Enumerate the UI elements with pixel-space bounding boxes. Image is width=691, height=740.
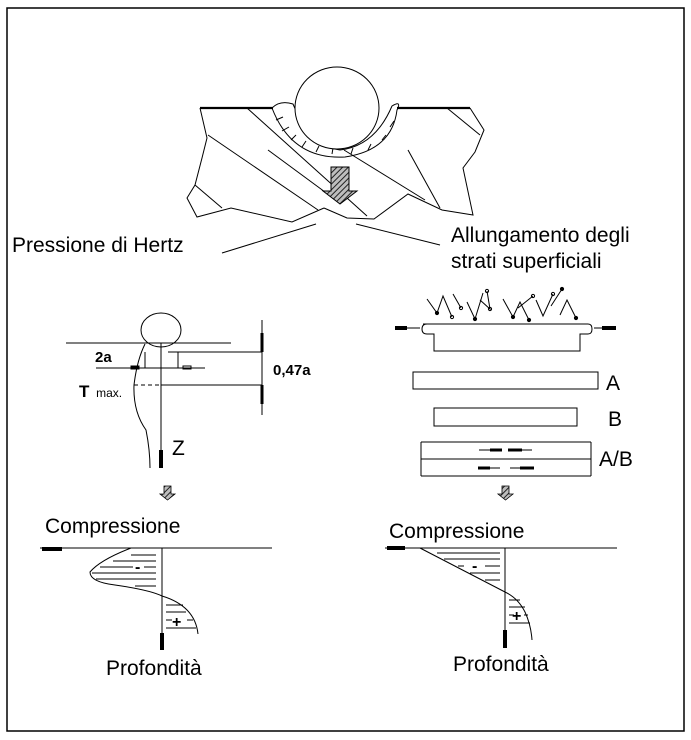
minus-sign-right: - <box>472 558 477 575</box>
leader-elongation <box>355 223 441 246</box>
label-layer-ab: A/B <box>599 448 633 471</box>
label-layer-b: B <box>608 408 622 431</box>
label-elongation-1: Allungamento degli <box>451 224 630 247</box>
label-layer-a: A <box>606 372 620 395</box>
drawing-frame <box>6 7 685 732</box>
tau-symbol: T <box>79 382 90 401</box>
label-elongation-2: strati superficiali <box>451 250 602 273</box>
label-compression-left: Compressione <box>45 515 180 538</box>
plus-sign-left: + <box>172 614 181 631</box>
label-hertz-pressure: Pressione di Hertz <box>12 234 184 257</box>
contact-geometry <box>66 312 264 469</box>
label-depth-right: Profondità <box>453 653 549 676</box>
label-compression-right: Compressione <box>389 520 524 543</box>
small-arrow-right <box>496 485 515 501</box>
stress-profile-elongation <box>385 546 617 648</box>
small-arrow-left <box>158 485 177 501</box>
label-z-axis: Z <box>172 437 185 460</box>
surface-layers <box>395 286 616 477</box>
material-block <box>186 106 485 223</box>
label-047a: 0,47a <box>273 362 311 379</box>
tau-subscript: max. <box>96 386 122 400</box>
stress-profile-hertz <box>40 547 272 650</box>
label-depth-left: Profondità <box>106 657 202 680</box>
force-arrow <box>321 166 359 205</box>
plus-sign-right: + <box>512 608 521 625</box>
leader-hertz <box>221 223 317 254</box>
minus-sign-left: - <box>135 559 140 576</box>
ball <box>294 66 380 150</box>
label-tau-max: T max. <box>79 382 122 401</box>
label-2a: 2a <box>95 349 112 366</box>
plastic-deformation-zone <box>271 102 400 158</box>
